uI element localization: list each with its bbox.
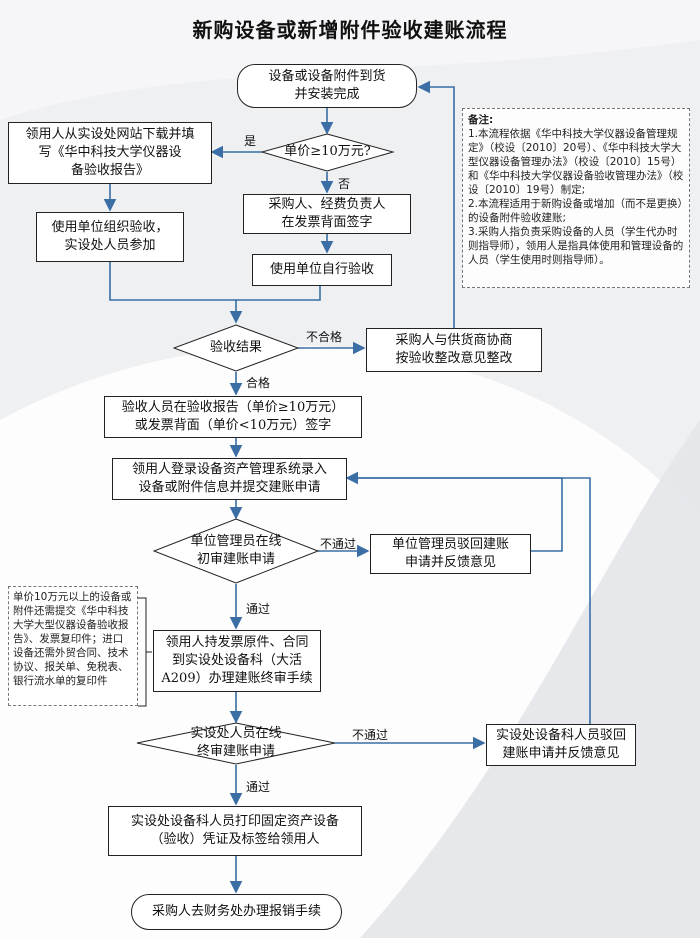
edge-label-reject-1: 不通过 [320, 537, 357, 551]
page-title: 新购设备或新增附件验收建账流程 [192, 18, 508, 42]
edge-label-approve-1: 通过 [246, 602, 271, 616]
unit-review-decision: 单位管理员在线 初审建账申请 [190, 534, 282, 567]
result-decision-shape [172, 324, 300, 372]
final-review-shape [136, 722, 336, 765]
acceptor-sign-step: 验收人员在验收报告（单价≥10万元） 或发票背面（单价<10万元）签字 [104, 396, 362, 438]
print-voucher-step: 实设处设备科人员打印固定资产设备 （验收）凭证及标签给领用人 [108, 806, 362, 856]
edge-label-approve-2: 通过 [246, 780, 271, 794]
register-step: 领用人登录设备资产管理系统录入 设备或附件信息并提交建账申请 [112, 458, 347, 500]
final-review-decision: 实设处人员在线 终审建账申请 [190, 726, 282, 759]
unit-acceptance-step: 使用单位组织验收， 实设处人员参加 [36, 212, 184, 262]
rectify-step: 采购人与供货商协商 按验收整改意见整改 [366, 328, 542, 372]
start-node: 设备或设备附件到货 并安装完成 [237, 64, 417, 108]
edge-label-pass: 合格 [246, 376, 271, 390]
end-node: 采购人去财务处办理报销手续 [131, 894, 342, 930]
notes-heading: 备注: [468, 114, 494, 126]
edge-label-reject-2: 不通过 [352, 728, 389, 742]
download-form-step: 领用人从实设处网站下载并填 写《华中科技大学仪器设 备验收报告》 [8, 122, 212, 184]
side-note: 单价10万元以上的设备或附件还需提交《华中科技大学大型仪器设备验收报告》、发票复… [8, 586, 138, 706]
self-acceptance-step: 使用单位自行验收 [252, 254, 392, 286]
result-decision: 验收结果 [209, 340, 262, 355]
edge-label-no: 否 [338, 177, 351, 191]
final-reject-step: 实设处设备科人员驳回 建账申请并反馈意见 [486, 724, 636, 766]
notes-box: 备注: 1.本流程依据《华中科技大学仪器设备管理规定》（校设〔2010〕20号）… [462, 108, 690, 288]
unit-review-shape [152, 518, 320, 584]
notes-item: 3.采购人指负责采购设备的人员（学生代办时则指导师），领用人是指具体使用和管理设… [468, 226, 684, 266]
buyer-sign-step: 采购人、经费负责人 在发票背面签字 [243, 194, 411, 234]
final-submit-step: 领用人持发票原件、合同 到实设处设备科（大活 A209）办理建账终审手续 [153, 630, 321, 692]
edge-label-fail: 不合格 [306, 330, 343, 344]
notes-item: 1.本流程依据《华中科技大学仪器设备管理规定》（校设〔2010〕20号）、《华中… [468, 128, 684, 196]
notes-item: 2.本流程适用于新购设备或增加（而不是更换）的设备附件验收建账; [468, 198, 683, 224]
price-decision: 单价≥10万元? [284, 144, 371, 159]
price-decision-shape [260, 133, 395, 172]
edge-label-yes: 是 [244, 134, 257, 148]
unit-reject-step: 单位管理员驳回建账 申请并反馈意见 [370, 534, 531, 574]
